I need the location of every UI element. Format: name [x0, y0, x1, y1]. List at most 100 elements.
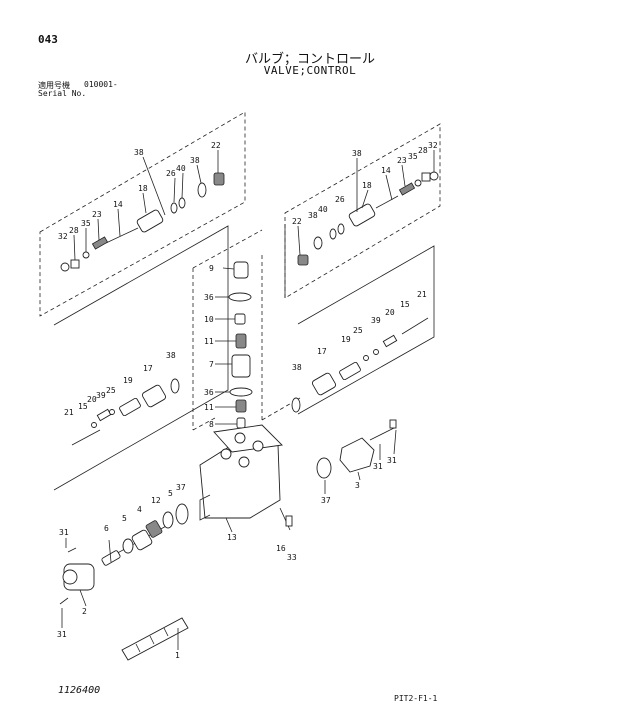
part-13-body: [199, 444, 281, 519]
leader-ur-22: [297, 225, 301, 256]
callout-6: 6: [104, 524, 109, 533]
leader-ul-40: [181, 172, 184, 199]
callout-25: 25: [353, 326, 363, 335]
lower-left-parts: [59, 503, 189, 661]
leader-ul-18: [142, 192, 147, 214]
leader-lines: [61, 150, 435, 650]
part-15-left: [91, 422, 97, 428]
part-10: [234, 313, 246, 325]
mid-right-parts: [291, 317, 429, 413]
callout-38: 38: [134, 148, 144, 157]
leader-ur-14: [385, 174, 393, 201]
part-17-right: [311, 372, 337, 396]
part-19-right: [339, 361, 361, 381]
part-13-flange: [199, 494, 211, 521]
part-14: [105, 227, 139, 244]
upper-left-parts: [60, 172, 225, 272]
callout-36: 36: [204, 388, 214, 397]
leader-ul-28: [73, 234, 76, 261]
callout-38: 38: [292, 363, 302, 372]
callout-20: 20: [87, 395, 97, 404]
callout-7: 7: [209, 360, 214, 369]
part-18: [136, 209, 164, 233]
part-40-right: [329, 228, 337, 240]
callout-23: 23: [92, 210, 102, 219]
part-36: [228, 292, 252, 302]
upper-right-parts: [297, 171, 439, 266]
part-31-bottom: [59, 597, 69, 605]
callout-28: 28: [69, 226, 79, 235]
callout-37: 37: [176, 483, 186, 492]
part-35-right: [414, 179, 422, 187]
leader-ul-38: [142, 156, 166, 216]
callout-10: 10: [204, 315, 214, 324]
callout-11: 11: [204, 403, 214, 412]
callout-32: 32: [428, 141, 438, 150]
leader-3: [357, 471, 361, 481]
part-31-top: [67, 547, 77, 553]
leader-ur-23: [401, 164, 406, 187]
callout-5: 5: [168, 489, 173, 498]
callout-31: 31: [373, 462, 383, 471]
callout-31: 31: [387, 456, 397, 465]
part-3: [339, 437, 375, 473]
part-13-port-d: [238, 456, 250, 468]
part-19-left: [119, 397, 141, 417]
part-5b: [162, 511, 174, 529]
callout-5: 5: [122, 514, 127, 523]
callout-15: 15: [400, 300, 410, 309]
callout-31: 31: [59, 528, 69, 537]
callout-16: 16: [276, 544, 286, 553]
part-37-right: [316, 457, 332, 479]
callout-40: 40: [176, 164, 186, 173]
callout-20: 20: [385, 308, 395, 317]
callout-22: 22: [211, 141, 221, 150]
page-code: PIT2-F1-1: [394, 694, 438, 703]
leader-2: [79, 589, 87, 607]
part-21-left: [71, 429, 101, 446]
callout-4: 4: [137, 505, 142, 514]
page-title: VALVE;CONTROL: [263, 64, 357, 77]
part-25-right: [363, 355, 369, 361]
drawing-number: 1126400: [58, 685, 101, 696]
callout-37: 37: [321, 496, 331, 505]
part-23-right: [398, 182, 416, 196]
serial-value: 010001-: [84, 80, 118, 89]
callout-31: 31: [57, 630, 67, 639]
frame-mid-right: [297, 245, 435, 415]
callout-8: 8: [209, 420, 214, 429]
part-33: [285, 515, 293, 527]
part-36b: [229, 387, 253, 397]
callout-26: 26: [335, 195, 345, 204]
callout-14: 14: [113, 200, 123, 209]
part-23: [91, 236, 109, 250]
part-38-midright: [291, 397, 301, 413]
part-13-port-a: [234, 432, 246, 444]
leader-9: [222, 267, 235, 270]
part-31-bolt: [369, 427, 395, 441]
frame-center: [192, 229, 263, 430]
part-1-groove-c: [163, 627, 169, 637]
leader-ul-26: [173, 177, 176, 203]
center-parts: [228, 261, 253, 429]
part-28-right: [421, 172, 431, 182]
callout-39: 39: [371, 316, 381, 325]
leader-ul-38b: [196, 164, 202, 184]
leader-ul-14: [117, 208, 121, 237]
leader-13: [225, 517, 233, 533]
assembly-frames: [39, 111, 441, 491]
part-26: [170, 202, 178, 214]
callout-19: 19: [123, 376, 133, 385]
callout-1: 1: [175, 651, 180, 660]
leader-ul-23: [97, 218, 100, 241]
callout-3: 3: [355, 481, 360, 490]
part-13-port-c: [220, 448, 232, 460]
part-11b: [235, 399, 247, 413]
part-13-top: [213, 424, 283, 453]
part-32-right: [429, 171, 439, 181]
serial-label: Serial No.: [38, 89, 87, 98]
callout-labels: 38 22 26 40 38 18 14 23 28 35 32 38 14 1…: [57, 141, 438, 660]
leader-ur-18: [361, 189, 369, 209]
callout-9: 9: [209, 264, 214, 273]
